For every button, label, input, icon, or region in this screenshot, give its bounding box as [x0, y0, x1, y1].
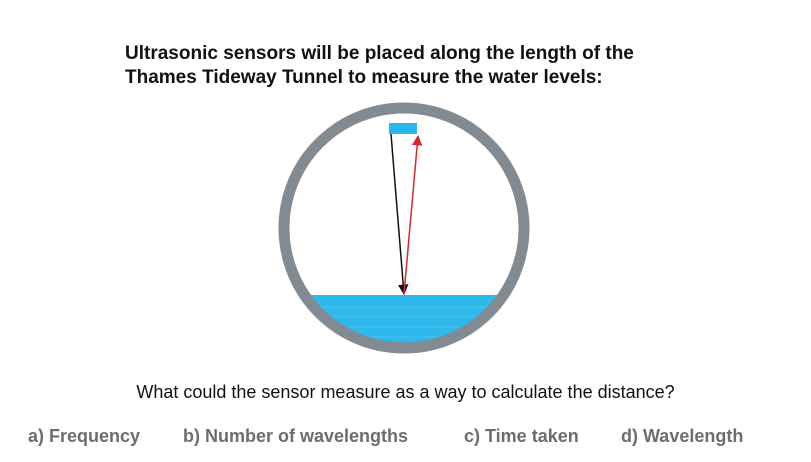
ultrasonic-sensor: [389, 123, 417, 134]
option-c[interactable]: c) Time taken: [464, 426, 579, 446]
tunnel-wall: [278, 102, 530, 354]
question-text: What could the sensor measure as a way t…: [136, 382, 675, 402]
option-b[interactable]: b) Number of wavelengths: [183, 426, 409, 446]
emitted-wave-arrow: [390, 133, 409, 296]
tunnel-diagram: [278, 102, 530, 354]
reflected-wave-arrow: [403, 134, 423, 295]
water-texture: [298, 306, 510, 338]
heading-line-2: Thames Tideway Tunnel to measure the wat…: [125, 67, 603, 88]
heading: Ultrasonic sensors will be placed along …: [125, 42, 634, 90]
option-a[interactable]: a) Frequency: [28, 426, 141, 446]
heading-line-1: Ultrasonic sensors will be placed along …: [125, 43, 634, 64]
answer-options: a) Frequency b) Number of wavelengths c)…: [0, 426, 811, 450]
option-d[interactable]: d) Wavelength: [621, 426, 744, 446]
